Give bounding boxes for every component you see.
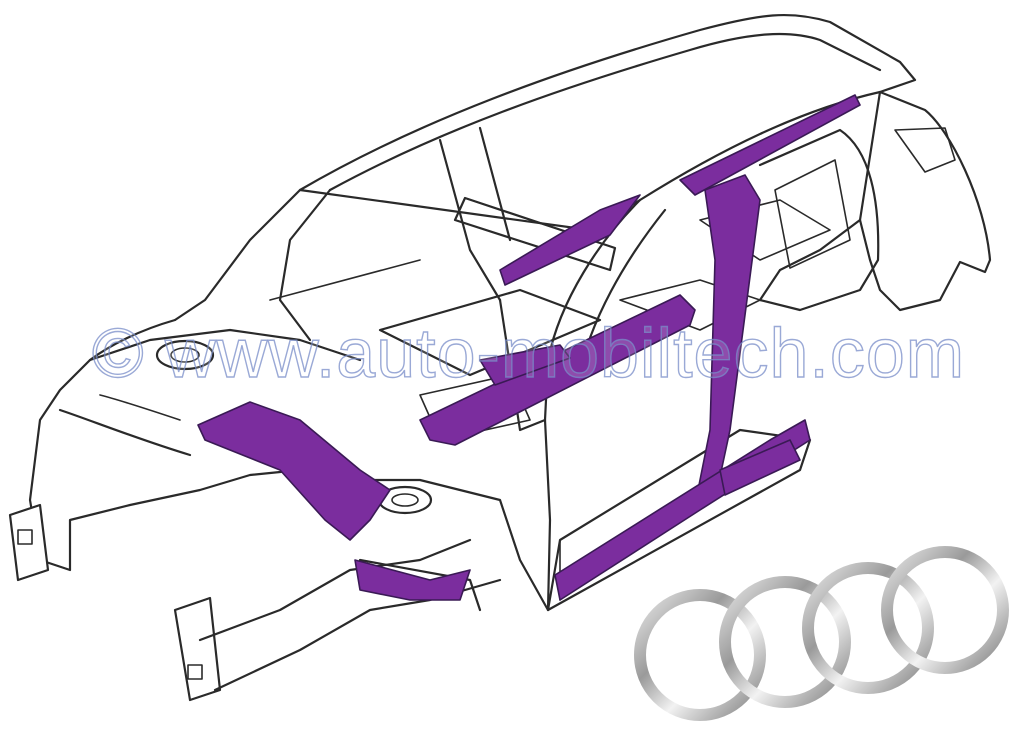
- audi-logo: [634, 546, 1009, 721]
- logo-ring-2: [719, 576, 851, 708]
- logo-ring-1: [634, 589, 766, 721]
- highlighted-reinforcements: [197, 94, 861, 601]
- watermark-text: © www.auto-mobiltech.com: [91, 314, 966, 392]
- logo-ring-4: [881, 546, 1009, 674]
- logo-ring-3: [802, 562, 934, 694]
